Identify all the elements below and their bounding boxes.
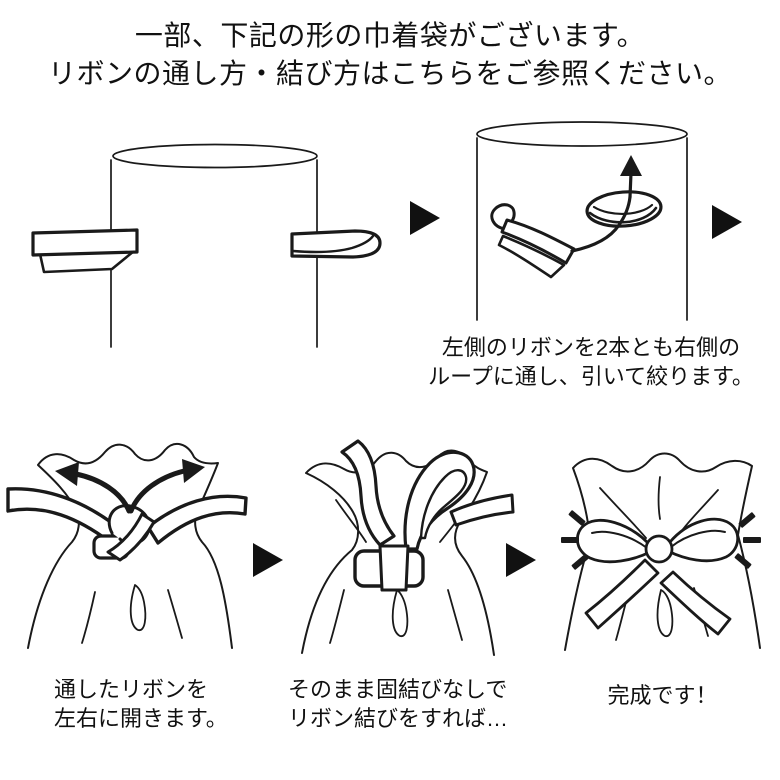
- knot: [353, 544, 425, 592]
- step3-caption-line-2: 左右に開きます。: [54, 706, 228, 731]
- step5-caption: 完成です！: [550, 681, 775, 710]
- ribbon-tabs-left: [31, 228, 139, 274]
- bag-body: [110, 143, 318, 348]
- ribbon-loop: [340, 439, 515, 551]
- ribbon-ends: [490, 203, 576, 279]
- knot: [92, 504, 156, 562]
- step4-caption: そのまま固結びなしで リボン結びをすれば…: [288, 675, 508, 733]
- figure-step3-spread-ribbons: [6, 442, 248, 649]
- step2-caption: 左側のリボンを2本とも右側の ループに通し、引いて絞ります。: [425, 333, 757, 391]
- next-step-arrow-icon: [410, 201, 440, 235]
- step5-caption-line-1: 完成です！: [607, 683, 718, 708]
- figure-step1-bag-with-ribbon-tabs: [31, 143, 382, 348]
- step3-caption-line-1: 通したリボンを: [54, 677, 209, 702]
- step2-caption-line-2: ループに通し、引いて絞ります。: [428, 364, 754, 389]
- ribbon-loop: [585, 190, 663, 228]
- figure-step4-tie-bow: [301, 439, 515, 656]
- step3-caption: 通したリボンを 左右に開きます。: [54, 675, 228, 733]
- pull-up-arrow-icon: [570, 155, 642, 253]
- bag-body: [476, 121, 688, 321]
- ribbon-loop-right: [290, 229, 382, 259]
- next-step-arrow-icon: [253, 543, 283, 577]
- figure-step5-finished-bow: [561, 452, 761, 651]
- step4-caption-line-1: そのまま固結びなしで: [288, 677, 508, 702]
- page-title: 一部、下記の形の巾着袋がございます。 リボンの通し方・結び方はこちらをご参照くだ…: [0, 17, 780, 93]
- step2-caption-line-1: 左側のリボンを2本とも右側の: [441, 335, 741, 360]
- bow: [576, 517, 740, 636]
- next-step-arrow-icon: [712, 205, 742, 239]
- next-step-arrow-icon: [506, 543, 536, 577]
- spread-arrows-icon: [55, 459, 205, 514]
- sparkle-marks-icon: [561, 510, 761, 570]
- step4-caption-line-2: リボン結びをすれば…: [288, 706, 509, 731]
- figure-step2-thread-ribbon-through-loop: [476, 121, 688, 321]
- title-line-1: 一部、下記の形の巾着袋がございます。: [134, 20, 646, 51]
- title-line-2: リボンの通し方・結び方はこちらをご参照ください。: [47, 58, 732, 89]
